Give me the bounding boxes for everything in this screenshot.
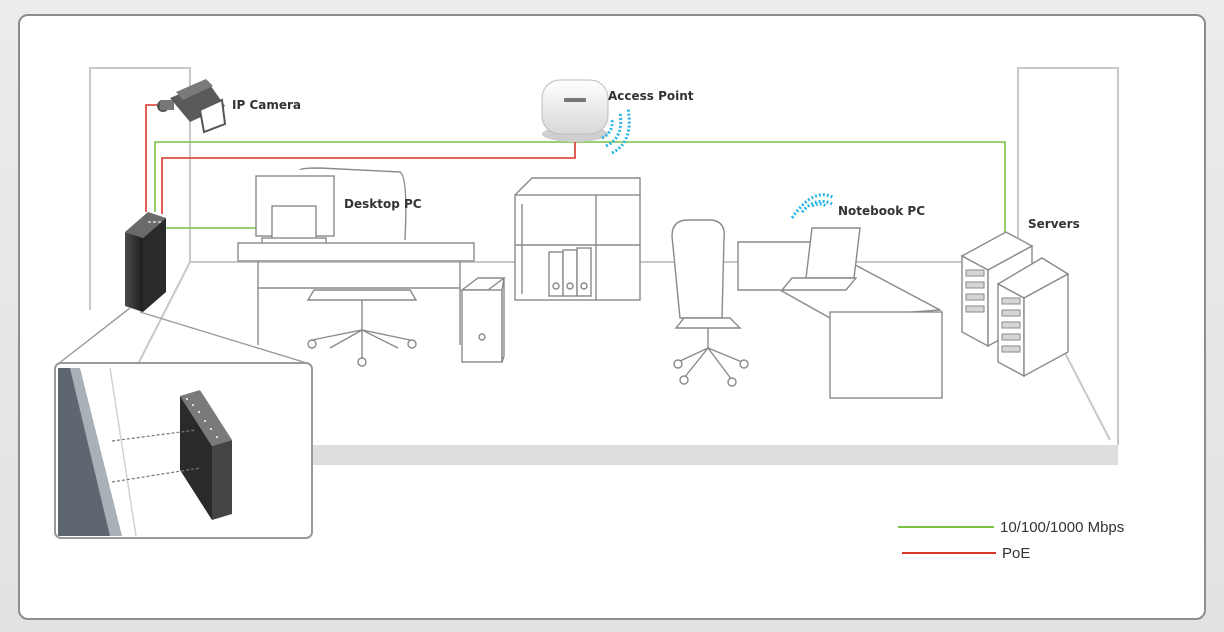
- ethernet-cables: [154, 141, 1006, 232]
- bookshelf-icon: [514, 177, 641, 301]
- notebook-desk-icon: [671, 219, 943, 399]
- mounting-screws: [111, 429, 201, 483]
- switch-device: [125, 212, 166, 312]
- ip-camera-icon: [157, 79, 227, 134]
- access-point-icon: [541, 79, 609, 142]
- legend: 10/100/1000 Mbps PoE: [898, 519, 1124, 562]
- desktop-pc-icon: [237, 167, 507, 367]
- zoom-connector: [57, 307, 311, 365]
- legend-ethernet-label: 10/100/1000 Mbps: [1000, 519, 1124, 536]
- ip-camera-label: IP Camera: [232, 98, 301, 112]
- floor-edge: [310, 445, 1118, 465]
- legend-poe-label: PoE: [1002, 545, 1030, 562]
- wall-mount-inset: [54, 362, 313, 539]
- desktop-pc-label: Desktop PC: [344, 197, 422, 211]
- inset-switch-icon: [180, 390, 232, 520]
- access-point-label: Access Point: [608, 89, 694, 103]
- access-point-wireless-icon: [601, 107, 631, 155]
- servers-icon: [960, 231, 1070, 378]
- notebook-pc-label: Notebook PC: [838, 204, 925, 218]
- servers-label: Servers: [1028, 217, 1080, 231]
- notebook-wireless-icon: [790, 193, 835, 219]
